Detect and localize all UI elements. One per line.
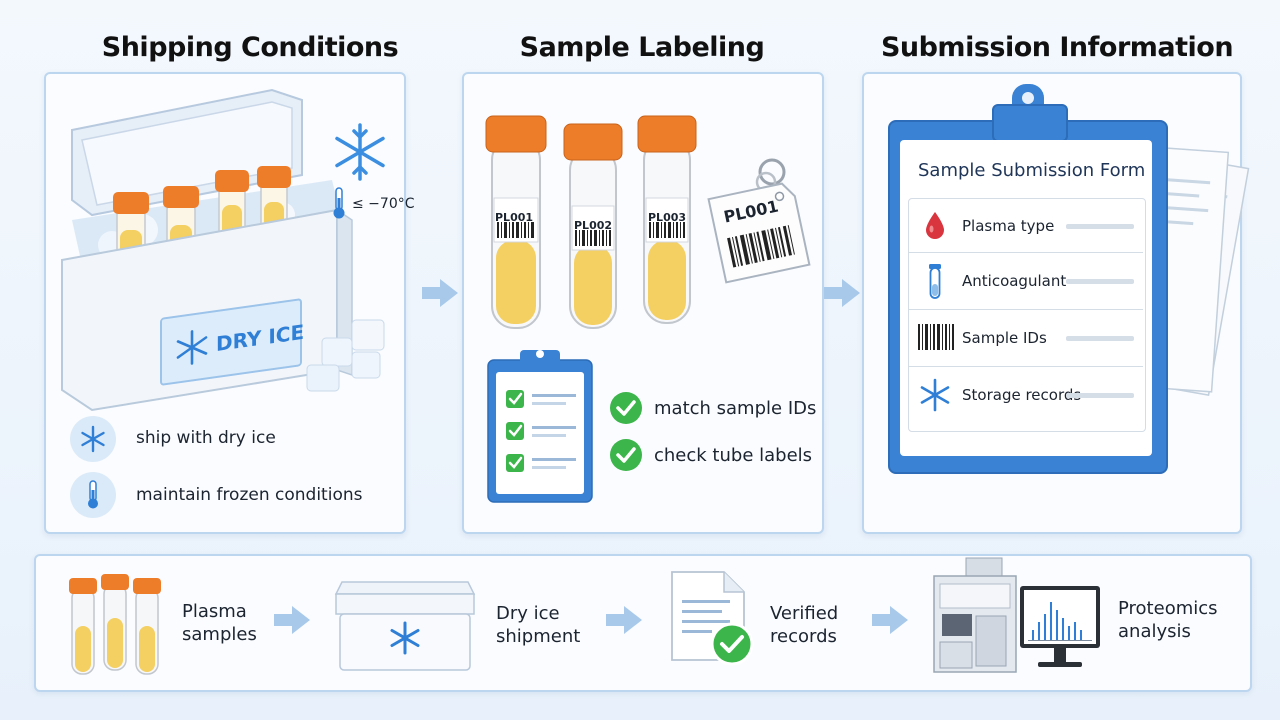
tube-id-label: PL003 bbox=[648, 211, 687, 224]
dry-ice-box-label: DRY ICE bbox=[160, 298, 305, 386]
checklist-row bbox=[506, 390, 576, 408]
labeled-tube bbox=[563, 123, 623, 329]
sample-tag-illustration bbox=[707, 158, 811, 284]
workflow-step-label: records bbox=[770, 626, 837, 647]
checklist-row bbox=[506, 454, 576, 472]
verified-document-icon bbox=[671, 571, 754, 666]
form-row-label: Anticoagulant bbox=[962, 272, 1067, 290]
snowflake-icon bbox=[335, 123, 385, 181]
flow-arrow-icon bbox=[824, 279, 860, 307]
bullet-thermometer-circle bbox=[70, 472, 116, 518]
clipboard-clip bbox=[986, 84, 1070, 142]
check-circle-icon bbox=[610, 439, 642, 471]
submission-heading: Submission Information bbox=[880, 32, 1234, 63]
plasma-tubes-icon bbox=[69, 574, 161, 675]
workflow-step-label: Dry ice bbox=[496, 603, 560, 624]
flow-arrow-icon bbox=[422, 279, 458, 307]
mass-spectrometer-icon bbox=[933, 557, 1100, 673]
labeling-heading: Sample Labeling bbox=[519, 32, 765, 63]
temperature-requirement: ≤ −70°C bbox=[352, 196, 415, 212]
form-row-label: Sample IDs bbox=[962, 329, 1047, 347]
form-title: Sample Submission Form bbox=[918, 160, 1146, 181]
shipping-bullet-text: ship with dry ice bbox=[136, 428, 276, 448]
check-item-text: check tube labels bbox=[654, 445, 813, 466]
shipping-bullet-text: maintain frozen conditions bbox=[136, 485, 363, 505]
workflow-step-label: samples bbox=[182, 624, 257, 645]
check-item-text: match sample IDs bbox=[654, 398, 817, 419]
check-circle-icon bbox=[610, 392, 642, 424]
tube-id-label: PL001 bbox=[495, 211, 534, 224]
blood-drop-icon bbox=[926, 212, 944, 239]
workflow-step-label: Proteomics bbox=[1118, 598, 1218, 619]
flow-arrow-icon bbox=[274, 606, 310, 634]
tube-id-label: PL002 bbox=[574, 219, 613, 232]
barcode-icon bbox=[918, 324, 954, 350]
bullet-snowflake-circle bbox=[70, 416, 116, 462]
snowflake-icon bbox=[920, 378, 950, 412]
workflow-step-label: shipment bbox=[496, 626, 581, 647]
snowflake-icon bbox=[176, 330, 208, 365]
flow-arrow-icon bbox=[606, 606, 642, 634]
workflow-step-label: Verified bbox=[770, 603, 839, 624]
thermometer-icon bbox=[88, 480, 98, 509]
labeled-tube bbox=[485, 115, 547, 329]
workflow-step-label: analysis bbox=[1118, 621, 1191, 642]
dry-ice-label-text: DRY ICE bbox=[216, 319, 305, 357]
checklist-row bbox=[506, 422, 576, 440]
flow-arrow-icon bbox=[872, 606, 908, 634]
checklist-clipboard-icon bbox=[487, 350, 593, 503]
shipping-heading: Shipping Conditions bbox=[101, 32, 399, 63]
labeled-tubes-illustration bbox=[485, 115, 697, 329]
form-row-label: Plasma type bbox=[962, 217, 1055, 235]
snowflake-icon bbox=[81, 425, 105, 453]
form-row-label: Storage records bbox=[962, 386, 1082, 404]
test-tube-icon bbox=[929, 264, 941, 299]
dry-ice-cooler-illustration bbox=[61, 88, 385, 412]
dry-ice-box-icon bbox=[334, 581, 476, 671]
thermometer-icon bbox=[333, 187, 345, 219]
workflow-step-label: Plasma bbox=[182, 601, 247, 622]
labeled-tube bbox=[637, 115, 697, 324]
